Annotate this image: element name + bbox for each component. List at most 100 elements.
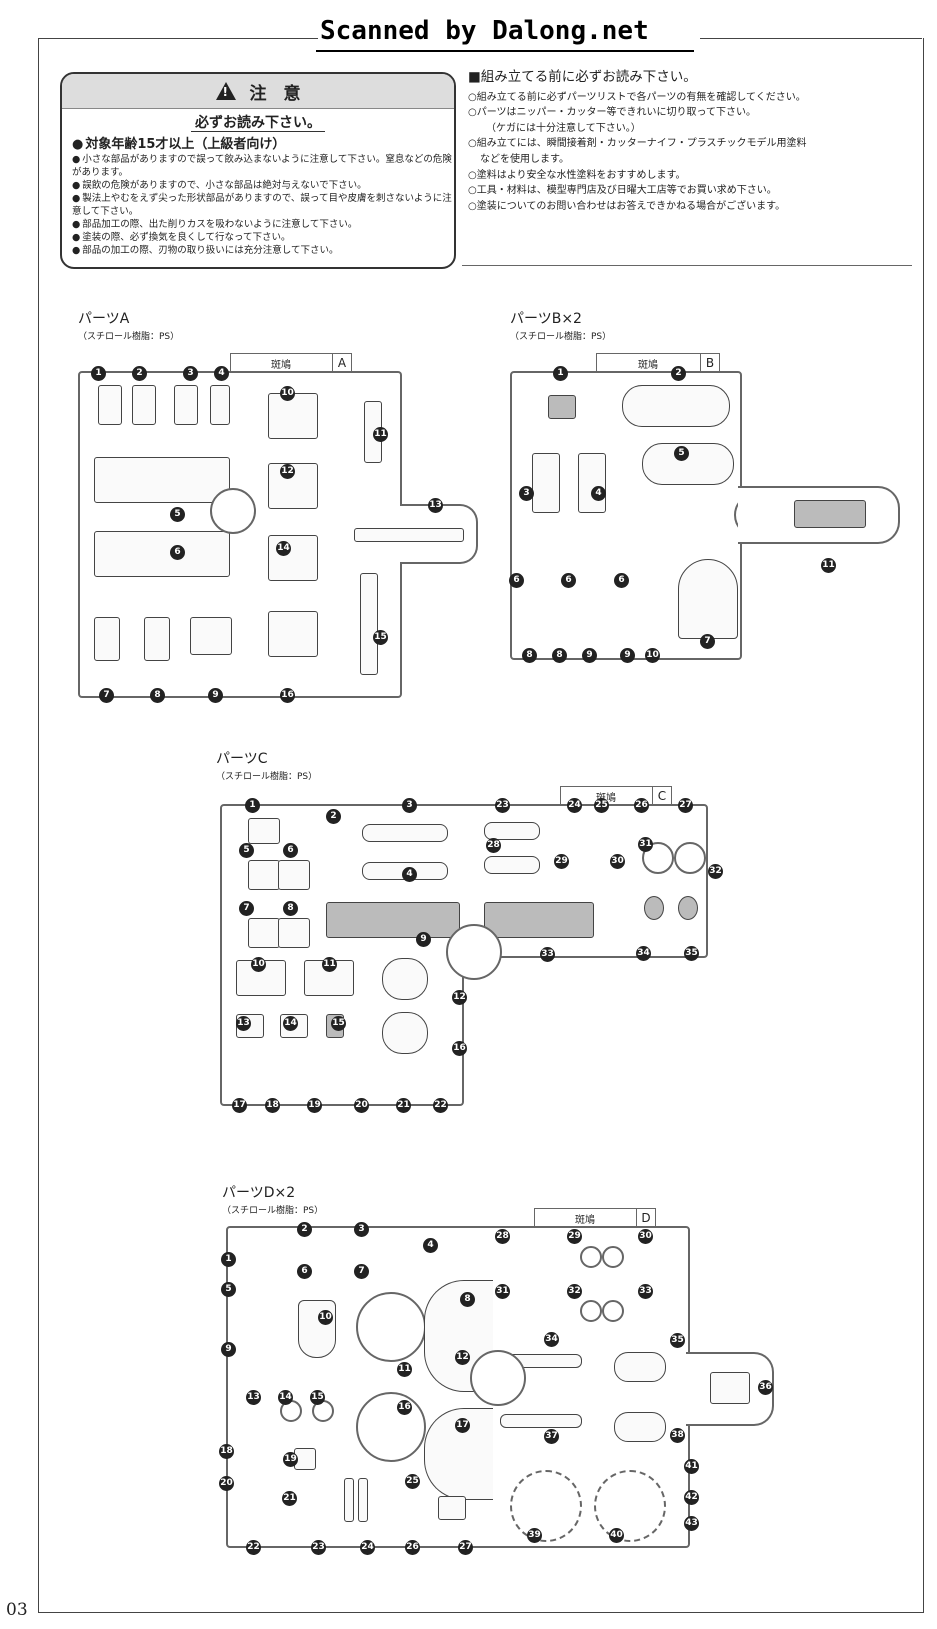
part-number-marker: 4 bbox=[591, 486, 606, 501]
part-number-marker: 7 bbox=[700, 634, 715, 649]
part-c1 bbox=[248, 818, 280, 844]
part-number-marker: 9 bbox=[416, 932, 431, 947]
part-number-marker: 14 bbox=[283, 1016, 298, 1031]
page-frame bbox=[38, 38, 924, 1613]
part-number-marker: 21 bbox=[396, 1098, 411, 1113]
runner-c-material: （スチロール樹脂：PS） bbox=[216, 772, 318, 782]
frame-top-right bbox=[700, 38, 922, 39]
part-c5 bbox=[248, 860, 280, 890]
part-number-marker: 4 bbox=[402, 867, 417, 882]
part-number-marker: 25 bbox=[594, 798, 609, 813]
part-c34 bbox=[644, 896, 664, 920]
part-number-marker: 15 bbox=[331, 1016, 346, 1031]
part-number-marker: 4 bbox=[214, 366, 229, 381]
note-line: ○工具・材料は、模型専門店及び日曜大工店等でお買い求め下さい。 bbox=[468, 185, 777, 197]
runner-c-label: パーツC （スチロール樹脂：PS） bbox=[216, 748, 317, 782]
part-number-marker: 11 bbox=[821, 558, 836, 573]
part-c35 bbox=[678, 896, 698, 920]
part-d35 bbox=[614, 1352, 666, 1382]
part-c23 bbox=[484, 822, 540, 840]
part-number-marker: 2 bbox=[132, 366, 147, 381]
part-number-marker: 9 bbox=[620, 648, 635, 663]
part-c28 bbox=[484, 856, 540, 874]
part-number-marker: 6 bbox=[509, 573, 524, 588]
part-number-marker: 27 bbox=[678, 798, 693, 813]
part-a3 bbox=[174, 385, 198, 425]
part-number-marker: 31 bbox=[495, 1284, 510, 1299]
part-number-marker: 17 bbox=[455, 1418, 470, 1433]
runner-b-tab: 斑鳩 B bbox=[596, 353, 720, 372]
part-number-marker: 23 bbox=[495, 798, 510, 813]
assembly-notes: ■組み立てる前に必ずお読み下さい。 ○組み立てる前に必ずパーツリストで各パーツの… bbox=[468, 69, 908, 214]
part-number-marker: 13 bbox=[246, 1390, 261, 1405]
part-number-marker: 28 bbox=[486, 838, 501, 853]
runner-d bbox=[226, 1226, 690, 1548]
part-d10 bbox=[298, 1300, 336, 1358]
note-line: （ケガには十分注意して下さい。） bbox=[486, 122, 641, 134]
part-number-marker: 9 bbox=[221, 1342, 236, 1357]
part-number-marker: 10 bbox=[280, 386, 295, 401]
runner-c-ring bbox=[446, 924, 502, 980]
part-number-marker: 30 bbox=[610, 854, 625, 869]
scan-credit: Scanned by Dalong.net bbox=[320, 16, 649, 46]
part-a14 bbox=[268, 535, 318, 581]
part-d24b bbox=[358, 1478, 368, 1522]
runner-b bbox=[510, 371, 778, 660]
part-number-marker: 33 bbox=[638, 1284, 653, 1299]
part-number-marker: 2 bbox=[297, 1222, 312, 1237]
part-number-marker: 26 bbox=[405, 1540, 420, 1555]
part-number-marker: 34 bbox=[544, 1332, 559, 1347]
part-number-marker: 19 bbox=[283, 1452, 298, 1467]
runner-a-ring bbox=[210, 488, 256, 534]
assembly-notes-heading: ■組み立てる前に必ずお読み下さい。 bbox=[468, 69, 697, 85]
part-number-marker: 14 bbox=[276, 541, 291, 556]
part-number-marker: 8 bbox=[460, 1292, 475, 1307]
part-number-marker: 10 bbox=[251, 957, 266, 972]
part-number-marker: 18 bbox=[265, 1098, 280, 1113]
part-number-marker: 3 bbox=[183, 366, 198, 381]
part-number-marker: 6 bbox=[283, 843, 298, 858]
part-number-marker: 14 bbox=[278, 1390, 293, 1405]
part-number-marker: 1 bbox=[221, 1252, 236, 1267]
part-c12 bbox=[382, 958, 428, 1000]
part-number-marker: 5 bbox=[221, 1282, 236, 1297]
part-b1 bbox=[548, 395, 576, 419]
part-c16 bbox=[382, 1012, 428, 1054]
part-d37 bbox=[500, 1414, 582, 1428]
part-number-marker: 12 bbox=[452, 990, 467, 1005]
part-number-marker: 26 bbox=[634, 798, 649, 813]
part-c3 bbox=[362, 824, 448, 842]
part-number-marker: 41 bbox=[684, 1459, 699, 1474]
part-number-marker: 8 bbox=[283, 901, 298, 916]
note-line: ○組み立てる前に必ずパーツリストで各パーツの有無を確認してください。 bbox=[468, 91, 806, 103]
part-number-marker: 12 bbox=[280, 464, 295, 479]
part-d32 bbox=[580, 1300, 602, 1322]
caution-box: 注 意 必ずお読み下さい。 対象年齢15才以上（上級者向け） 小さな部品がありま… bbox=[60, 72, 456, 269]
page-number: 03 bbox=[6, 1600, 28, 1620]
part-a8 bbox=[144, 617, 170, 661]
part-number-marker: 9 bbox=[208, 688, 223, 703]
part-number-marker: 15 bbox=[373, 630, 388, 645]
part-c8 bbox=[278, 918, 310, 948]
caution-header: 注 意 bbox=[62, 74, 454, 109]
scan-credit-underline bbox=[316, 50, 694, 52]
part-number-marker: 13 bbox=[236, 1016, 251, 1031]
runner-a-title: パーツA bbox=[78, 311, 130, 327]
part-number-marker: 5 bbox=[170, 507, 185, 522]
part-number-marker: 27 bbox=[458, 1540, 473, 1555]
part-a16 bbox=[268, 611, 318, 657]
runner-d-tab-letter: D bbox=[636, 1209, 655, 1227]
runner-d-material: （スチロール樹脂：PS） bbox=[222, 1206, 324, 1216]
part-a13 bbox=[354, 528, 464, 542]
part-number-marker: 5 bbox=[239, 843, 254, 858]
part-number-marker: 9 bbox=[582, 648, 597, 663]
caution-item: 対象年齢15才以上（上級者向け） bbox=[72, 136, 454, 153]
part-number-marker: 10 bbox=[645, 648, 660, 663]
part-b11 bbox=[794, 500, 866, 528]
part-a9 bbox=[190, 617, 232, 655]
part-a7 bbox=[94, 617, 120, 661]
part-number-marker: 43 bbox=[684, 1516, 699, 1531]
part-number-marker: 17 bbox=[232, 1098, 247, 1113]
part-number-marker: 36 bbox=[758, 1380, 773, 1395]
part-c32 bbox=[674, 842, 706, 874]
